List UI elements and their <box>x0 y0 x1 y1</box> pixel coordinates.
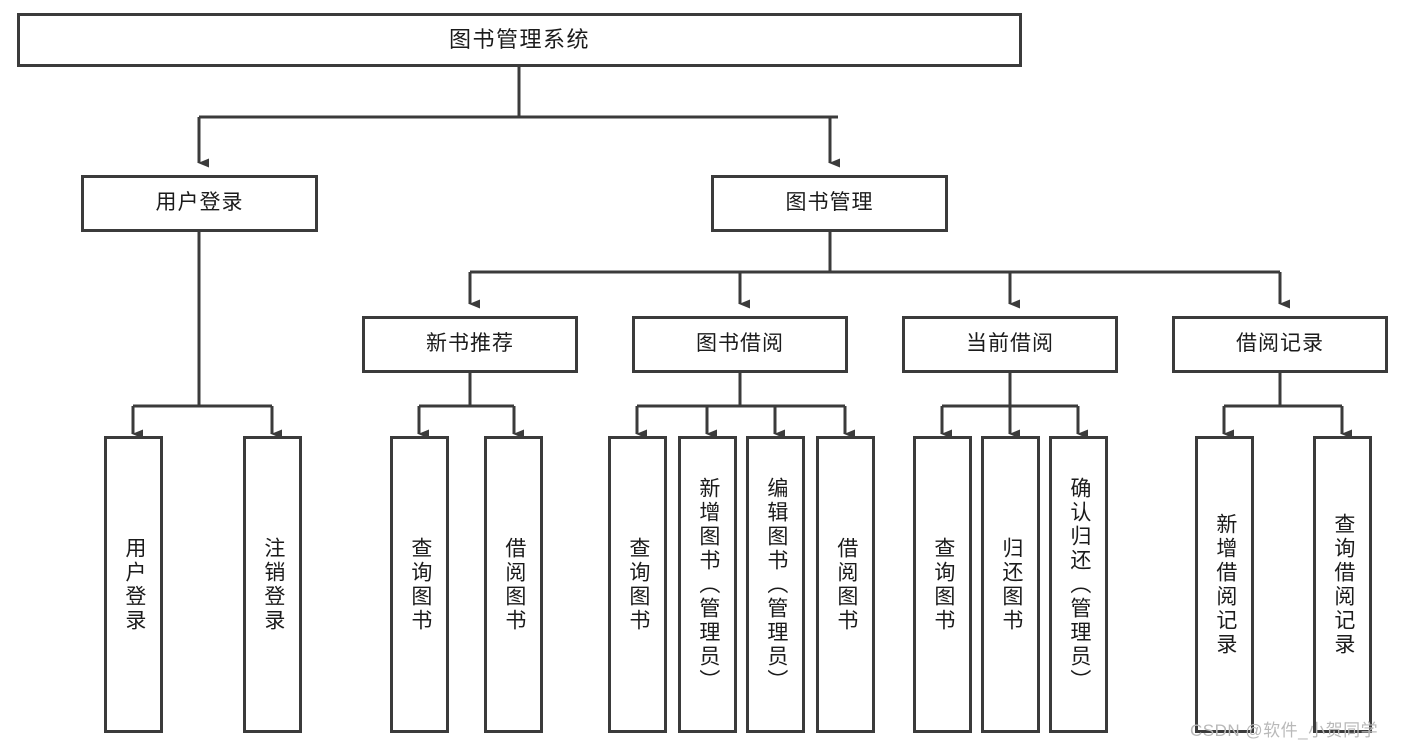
node-current-borrow[interactable]: 当前借阅 <box>902 316 1118 373</box>
node-leaf-edit-book-label: 编辑图书（管理员） <box>764 476 788 693</box>
node-root-label: 图书管理系统 <box>448 27 590 53</box>
node-borrow-record-label: 借阅记录 <box>1236 332 1324 356</box>
node-user-login[interactable]: 用户登录 <box>81 175 318 232</box>
node-root[interactable]: 图书管理系统 <box>17 13 1022 67</box>
node-leaf-query-book-3[interactable]: 查询图书 <box>913 436 972 733</box>
node-leaf-return-book-label: 归还图书 <box>999 536 1023 633</box>
node-leaf-edit-book[interactable]: 编辑图书（管理员） <box>746 436 805 733</box>
node-book-manage-label: 图书管理 <box>785 191 874 215</box>
node-leaf-logout-login-label: 注销登录 <box>261 536 285 633</box>
node-current-borrow-label: 当前借阅 <box>966 332 1054 356</box>
node-leaf-query-record-label: 查询借阅记录 <box>1331 512 1355 657</box>
node-leaf-query-book-2-label: 查询图书 <box>626 536 650 633</box>
node-leaf-borrow-book-1-label: 借阅图书 <box>502 536 526 633</box>
node-book-borrow-label: 图书借阅 <box>696 332 784 356</box>
csdn-watermark: CSDN @软件_小贺同学 <box>1190 721 1379 740</box>
node-book-manage[interactable]: 图书管理 <box>711 175 948 232</box>
node-leaf-add-record[interactable]: 新增借阅记录 <box>1195 436 1254 733</box>
node-leaf-borrow-book-1[interactable]: 借阅图书 <box>484 436 543 733</box>
node-leaf-user-login[interactable]: 用户登录 <box>104 436 163 733</box>
node-leaf-borrow-book-2[interactable]: 借阅图书 <box>816 436 875 733</box>
node-leaf-query-book-1-label: 查询图书 <box>408 536 432 633</box>
node-leaf-add-record-label: 新增借阅记录 <box>1213 512 1237 657</box>
node-new-book-recommend-label: 新书推荐 <box>426 332 514 356</box>
node-leaf-confirm-return-label: 确认归还（管理员） <box>1067 476 1091 693</box>
node-leaf-query-book-2[interactable]: 查询图书 <box>608 436 667 733</box>
node-book-borrow[interactable]: 图书借阅 <box>632 316 848 373</box>
node-leaf-add-book[interactable]: 新增图书（管理员） <box>678 436 737 733</box>
node-leaf-add-book-label: 新增图书（管理员） <box>696 476 720 693</box>
node-user-login-label: 用户登录 <box>155 191 244 215</box>
node-leaf-logout-login[interactable]: 注销登录 <box>243 436 302 733</box>
node-leaf-return-book[interactable]: 归还图书 <box>981 436 1040 733</box>
node-borrow-record[interactable]: 借阅记录 <box>1172 316 1388 373</box>
node-leaf-user-login-label: 用户登录 <box>122 536 146 633</box>
node-leaf-confirm-return[interactable]: 确认归还（管理员） <box>1049 436 1108 733</box>
node-leaf-borrow-book-2-label: 借阅图书 <box>834 536 858 633</box>
node-leaf-query-record[interactable]: 查询借阅记录 <box>1313 436 1372 733</box>
node-leaf-query-book-3-label: 查询图书 <box>931 536 955 633</box>
node-new-book-recommend[interactable]: 新书推荐 <box>362 316 578 373</box>
node-leaf-query-book-1[interactable]: 查询图书 <box>390 436 449 733</box>
